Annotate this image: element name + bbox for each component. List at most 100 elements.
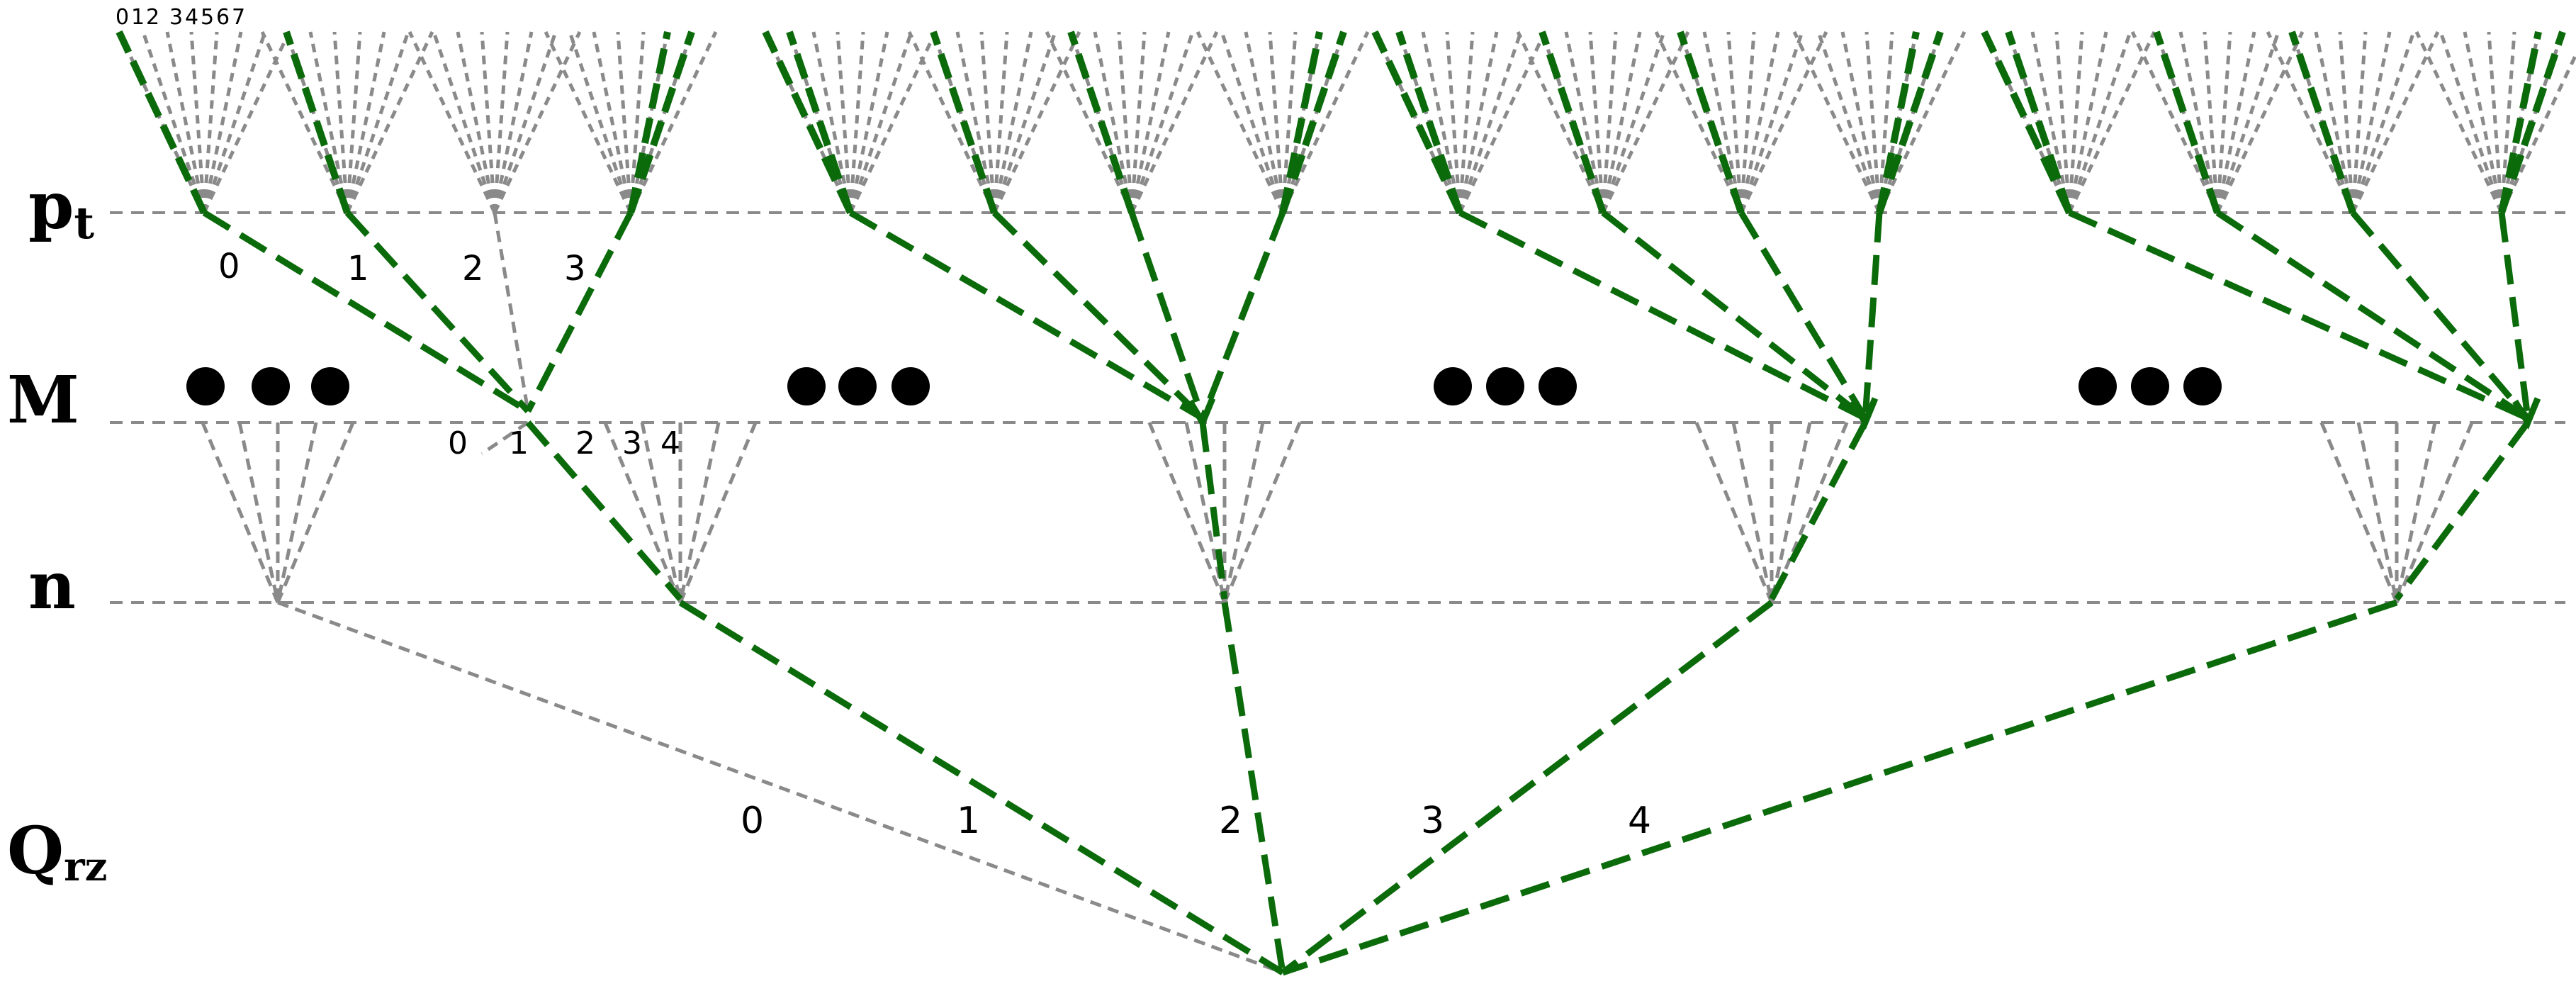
branch-edge bbox=[1117, 31, 1134, 213]
branch-edge bbox=[763, 30, 853, 214]
branch-edge bbox=[2067, 31, 2108, 213]
branch-edge bbox=[1770, 422, 1812, 603]
branch-edge bbox=[2487, 31, 2504, 213]
branch-edge bbox=[2351, 30, 2440, 214]
branch-edge bbox=[1877, 30, 1967, 214]
branch-edge bbox=[992, 31, 1033, 213]
branch-edge bbox=[2215, 30, 2305, 214]
branch-edge bbox=[1130, 30, 1219, 214]
branch-edge bbox=[202, 31, 267, 213]
branch-edge bbox=[2203, 31, 2220, 213]
selected-edge bbox=[1199, 211, 1286, 420]
branch-edge bbox=[629, 30, 718, 214]
ellipsis-dot bbox=[892, 367, 930, 405]
branch-edge bbox=[1731, 422, 1774, 603]
pt-branch-label-0: 0 bbox=[218, 247, 240, 286]
branch-edge bbox=[1864, 31, 1882, 213]
selected-edge bbox=[1458, 209, 1867, 422]
ellipsis-groups bbox=[186, 367, 2222, 405]
fan-label-3: 3 bbox=[169, 5, 183, 30]
branch-edge bbox=[308, 31, 349, 213]
branch-edge bbox=[1601, 30, 1690, 214]
branch-edge bbox=[2130, 30, 2220, 214]
selected-edge bbox=[2498, 212, 2531, 419]
branch-edge bbox=[1373, 30, 1462, 214]
selected-edge bbox=[678, 600, 1285, 975]
selected-edge bbox=[930, 30, 998, 214]
branch-edge bbox=[1816, 31, 1882, 213]
branch-edge bbox=[1770, 422, 1849, 603]
branch-edge bbox=[1792, 30, 1882, 214]
branch-edge bbox=[992, 30, 1081, 214]
branch-edge bbox=[2395, 422, 2474, 603]
branch-edge bbox=[2030, 31, 2071, 213]
branch-edge bbox=[678, 422, 758, 603]
selected-edge bbox=[1862, 212, 1883, 419]
selected-edge bbox=[1677, 30, 1745, 214]
ellipsis-dot bbox=[2079, 367, 2117, 405]
selected-edge bbox=[627, 31, 671, 213]
branch-edge bbox=[480, 420, 529, 456]
branch-edge bbox=[1458, 31, 1523, 213]
level-label-M: M bbox=[7, 362, 79, 438]
branch-edge bbox=[480, 31, 497, 213]
branch-edge bbox=[1458, 31, 1475, 213]
ellipsis-dot bbox=[252, 367, 290, 405]
ellipsis-dot bbox=[186, 367, 225, 405]
branch-edge bbox=[2439, 31, 2504, 213]
branch-edge bbox=[1045, 30, 1134, 214]
unselected-branches bbox=[117, 30, 2576, 975]
selected-edge bbox=[1221, 602, 1286, 973]
branch-edge bbox=[848, 31, 865, 213]
level-label-pt: pt bbox=[28, 167, 94, 249]
branch-edge bbox=[848, 31, 913, 213]
branch-edge bbox=[1222, 422, 1302, 603]
branch-edge bbox=[2067, 31, 2084, 213]
branch-edge bbox=[1877, 31, 1894, 213]
ellipsis-dot bbox=[787, 367, 826, 405]
selected-edge bbox=[1279, 30, 1347, 214]
branch-edge bbox=[432, 31, 497, 213]
branch-edge bbox=[1281, 31, 1298, 213]
branch-edge bbox=[1130, 31, 1147, 213]
selected-edge bbox=[1128, 211, 1206, 420]
fan-label-4: 4 bbox=[185, 5, 198, 30]
branch-edge bbox=[1726, 31, 1743, 213]
branch-edge bbox=[907, 30, 996, 214]
branch-edge bbox=[1445, 31, 1462, 213]
branch-edge bbox=[2356, 422, 2399, 603]
selected-path-branches bbox=[116, 30, 2566, 976]
branch-edge bbox=[1601, 31, 1642, 213]
selected-edge bbox=[283, 30, 351, 214]
branch-edge bbox=[277, 600, 1283, 975]
M-branch-label-3: 3 bbox=[622, 425, 642, 461]
fan-label-6: 6 bbox=[216, 5, 230, 30]
level-label-n: n bbox=[28, 547, 76, 624]
pt-branch-label-3: 3 bbox=[564, 249, 586, 289]
branch-edge bbox=[165, 31, 206, 213]
branch-edge bbox=[1147, 422, 1227, 603]
branch-edge bbox=[1244, 31, 1285, 213]
branch-edge bbox=[1601, 31, 1666, 213]
fan-label-2: 2 bbox=[146, 5, 159, 30]
fan-label-5: 5 bbox=[201, 5, 214, 30]
branch-edge bbox=[345, 30, 434, 214]
branch-edge bbox=[640, 422, 682, 603]
branch-edge bbox=[456, 31, 497, 213]
selected-edge bbox=[627, 30, 695, 214]
branch-edge bbox=[2054, 31, 2071, 213]
selected-edge bbox=[786, 30, 854, 214]
branch-edge bbox=[1196, 30, 1285, 214]
M-branch-label-2: 2 bbox=[575, 425, 595, 461]
level-label-Qrz: Qrz bbox=[7, 812, 107, 890]
branch-edge bbox=[201, 422, 280, 603]
fan-label-7: 7 bbox=[232, 5, 245, 30]
selected-edge bbox=[2288, 30, 2356, 214]
Q-branch-label-1: 1 bbox=[957, 800, 980, 842]
branch-edge bbox=[2067, 30, 2156, 214]
ellipsis-dot bbox=[2131, 367, 2169, 405]
branch-edge bbox=[848, 30, 938, 214]
branch-edge bbox=[1564, 31, 1605, 213]
branch-edge bbox=[616, 31, 633, 213]
